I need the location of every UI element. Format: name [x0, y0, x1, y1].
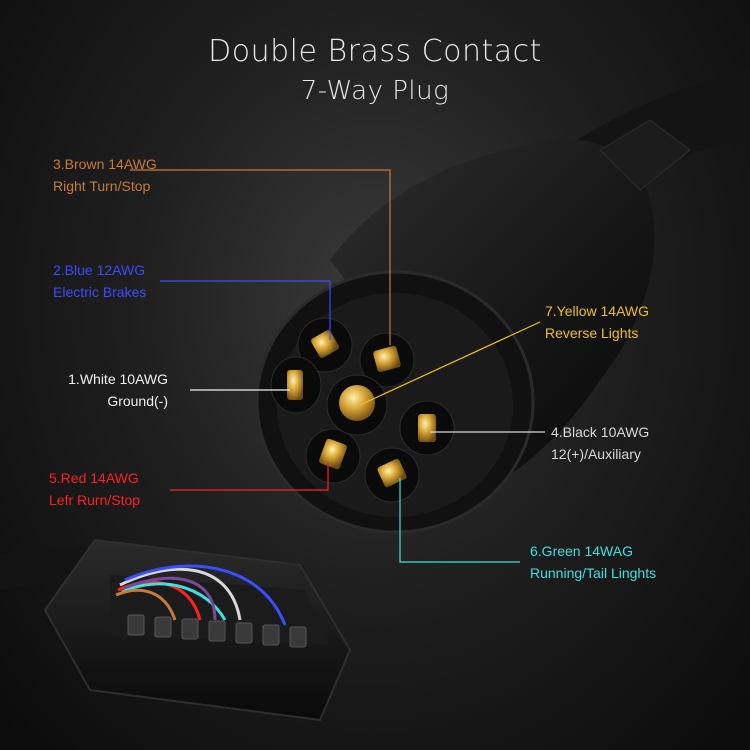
label-black-line2: 12(+)/Auxiliary — [551, 446, 641, 462]
label-blue: 2.Blue 12AWG Electric Brakes — [53, 259, 146, 303]
label-white-line1: 1.White 10AWG — [68, 371, 168, 387]
label-red: 5.Red 14AWG Lefr Rurn/Stop — [49, 467, 140, 511]
label-white-line2: Ground(-) — [107, 393, 168, 409]
junction-wires — [115, 564, 287, 626]
plug-latch — [599, 119, 691, 191]
label-green-line1: 6.Green 14WAG — [530, 543, 633, 559]
label-green-line2: Running/Tail Linghts — [530, 565, 657, 581]
label-red-line1: 5.Red 14AWG — [49, 470, 139, 486]
subtitle: 7-Way Plug — [300, 76, 450, 106]
label-black-line1: 4.Black 10AWG — [551, 424, 650, 440]
leader-blue — [160, 280, 331, 340]
label-white: 1.White 10AWG Ground(-) — [40, 368, 168, 412]
leader-red — [170, 462, 329, 491]
label-yellow-line2: Reverse Lights — [545, 325, 639, 341]
brass-contacts — [287, 330, 436, 488]
title: Double Brass Contact — [208, 34, 542, 69]
leader-lines — [130, 169, 545, 563]
label-red-line2: Lefr Rurn/Stop — [49, 492, 141, 508]
label-green: 6.Green 14WAG Running/Tail Linghts — [530, 540, 656, 584]
label-black: 4.Black 10AWG 12(+)/Auxiliary — [551, 421, 649, 465]
leader-yellow — [359, 321, 541, 406]
leader-brown — [130, 169, 391, 345]
label-yellow: 7.Yellow 14AWG Reverse Lights — [545, 300, 649, 344]
terminal-strip — [127, 614, 307, 648]
label-brown-line2: Right Turn/Stop — [53, 178, 151, 194]
label-brown-line1: 3.Brown 14AWG — [53, 156, 157, 172]
label-blue-line2: Electric Brakes — [53, 284, 147, 300]
label-blue-line1: 2.Blue 12AWG — [53, 262, 146, 278]
label-brown: 3.Brown 14AWG Right Turn/Stop — [53, 153, 157, 197]
leader-green — [399, 478, 520, 563]
label-yellow-line1: 7.Yellow 14AWG — [545, 303, 650, 319]
